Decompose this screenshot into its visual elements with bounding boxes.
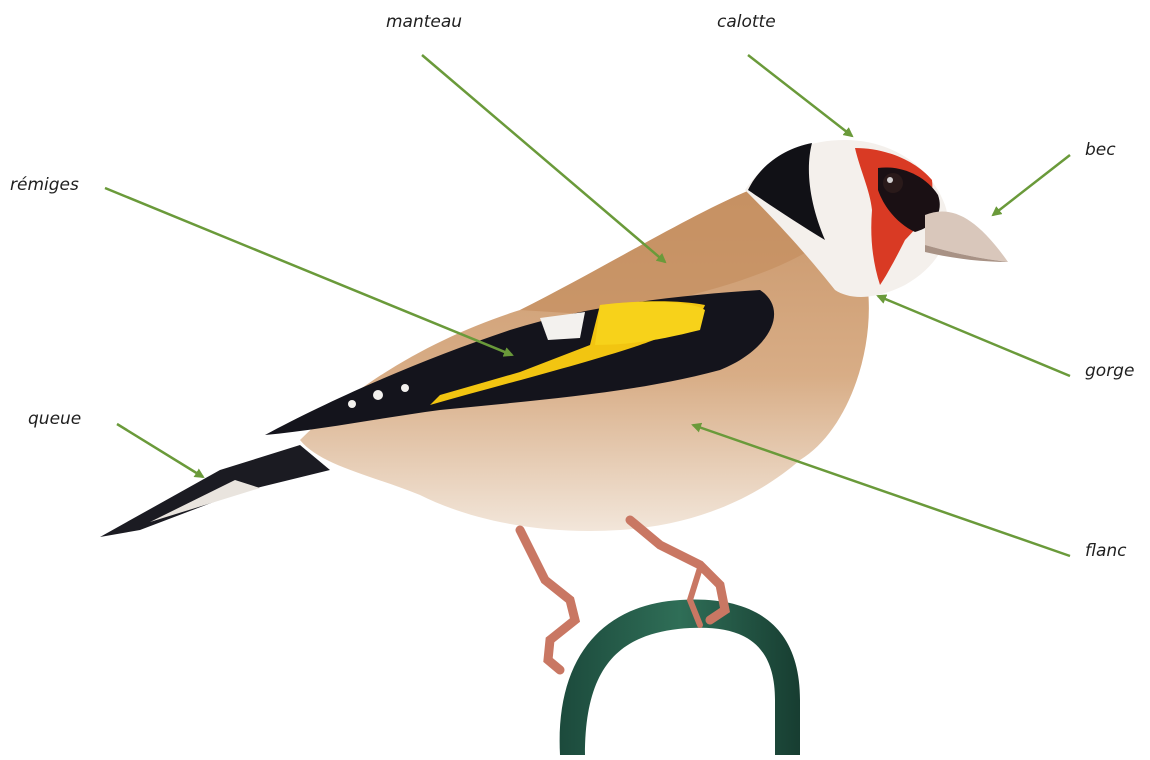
arrow-remiges	[105, 188, 512, 355]
arrow-calotte	[748, 55, 852, 136]
arrow-gorge	[878, 296, 1070, 376]
arrow-queue	[117, 424, 203, 477]
label-flanc: flanc	[1085, 541, 1127, 561]
bird-leg	[520, 530, 575, 670]
bird-eye	[883, 173, 903, 193]
label-gorge: gorge	[1085, 361, 1134, 381]
arrow-bec	[993, 155, 1070, 215]
label-queue: queue	[28, 409, 81, 429]
arrow-manteau	[422, 55, 665, 262]
label-remiges: rémiges	[10, 175, 79, 195]
label-bec: bec	[1085, 140, 1116, 160]
perch	[560, 600, 800, 755]
label-calotte: calotte	[717, 12, 776, 32]
label-manteau: manteau	[386, 12, 462, 32]
